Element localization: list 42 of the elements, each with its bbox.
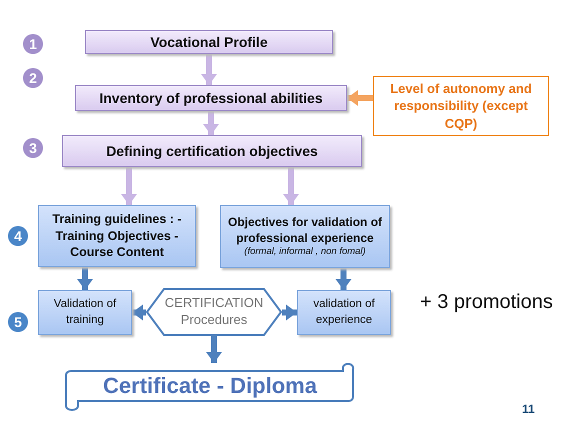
process-box: [62, 135, 362, 167]
step-number: 1: [29, 36, 37, 52]
step-badge: [23, 34, 43, 54]
scroll-banner: [65, 363, 355, 411]
node-text: CERTIFICATION Procedures: [164, 295, 264, 329]
step-number: 4: [14, 228, 22, 244]
node-text: Inventory of professional abilities: [99, 90, 323, 106]
arrow: [77, 267, 93, 290]
process-box: [297, 290, 391, 335]
step-number: 2: [29, 70, 37, 86]
arrow: [132, 304, 146, 320]
arrow: [201, 54, 217, 85]
step-number: 5: [14, 314, 22, 330]
double-arrow-shape: [146, 288, 282, 336]
process-box: [75, 85, 347, 111]
node-text: Training guidelines : -Training Objectives - Course Content: [52, 210, 182, 262]
arrow: [203, 111, 219, 135]
note-text: (formal, informal , non fomal): [244, 246, 366, 260]
node-text: Objectives for validation of professional experience: [226, 214, 384, 246]
node-text: validation of experience: [312, 296, 376, 328]
arrow: [283, 167, 299, 205]
page-number: 11: [522, 402, 535, 416]
process-box: [38, 290, 132, 335]
note-box: [373, 76, 549, 136]
node-text: Defining certification objectives: [106, 143, 318, 159]
process-box: [220, 205, 390, 268]
process-box: [85, 30, 333, 54]
process-box: [38, 205, 196, 267]
step-badge: [23, 138, 43, 158]
node-text: Vocational Profile: [150, 34, 268, 50]
node-text: Validation of training: [52, 296, 118, 328]
step-badge: [8, 226, 28, 246]
arrow: [282, 304, 297, 320]
arrow: [336, 268, 352, 290]
arrow: [121, 167, 137, 205]
step-badge: [8, 312, 28, 332]
node-text: Level of autonomy and responsibility (except CQP): [389, 80, 533, 132]
note-text: + 3 promotions: [420, 291, 553, 314]
step-badge: [23, 68, 43, 88]
node-text: Certificate - Diploma: [103, 373, 317, 399]
step-number: 3: [29, 140, 37, 156]
arrow: [206, 336, 222, 363]
